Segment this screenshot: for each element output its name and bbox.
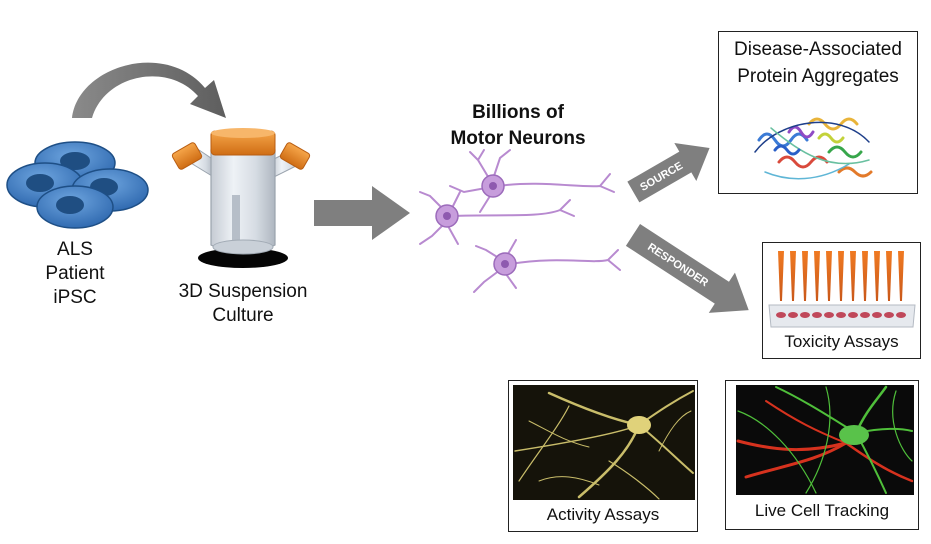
- culture-label-line2: Culture: [212, 305, 274, 326]
- activity-caption: Activity Assays: [546, 505, 660, 524]
- neuron-icon: [449, 149, 615, 213]
- neuron-icon: [473, 239, 621, 293]
- protein-aggregates-panel: Disease-Associated Protein Aggregates: [718, 31, 918, 194]
- aggregates-title-line1: Disease-Associated: [734, 39, 902, 60]
- culture-label: 3D Suspension Culture: [158, 280, 328, 328]
- neurons-title-line1: Billions of: [472, 102, 564, 123]
- neuron-icon: [419, 191, 575, 245]
- neuron-micrograph-tracking: [736, 385, 914, 495]
- tracking-caption: Live Cell Tracking: [754, 501, 890, 520]
- culture-label-line1: 3D Suspension: [178, 281, 308, 302]
- neuron-micrograph-activity: [513, 385, 695, 500]
- protein-structure-image: [754, 117, 873, 180]
- live-cell-tracking-panel: Live Cell Tracking: [725, 380, 919, 530]
- ipsc-label-line1: ALS: [57, 239, 93, 260]
- ipsc-label-line2: Patient: [45, 263, 105, 284]
- toxicity-assays-panel: Toxicity Assays: [762, 242, 921, 359]
- cell-icon: [36, 185, 114, 229]
- ipsc-label: ALS Patient iPSC: [25, 238, 125, 310]
- toxicity-caption: Toxicity Assays: [784, 332, 899, 351]
- aggregates-title: Disease-Associated Protein Aggregates: [719, 36, 917, 90]
- neurons-title-line2: Motor Neurons: [450, 128, 586, 149]
- multichannel-pipette-image: [768, 251, 916, 328]
- neurons-title: Billions of Motor Neurons: [428, 100, 608, 152]
- activity-assays-panel: Activity Assays: [508, 380, 698, 532]
- aggregates-title-line2: Protein Aggregates: [737, 66, 899, 87]
- ipsc-label-line3: iPSC: [53, 287, 97, 308]
